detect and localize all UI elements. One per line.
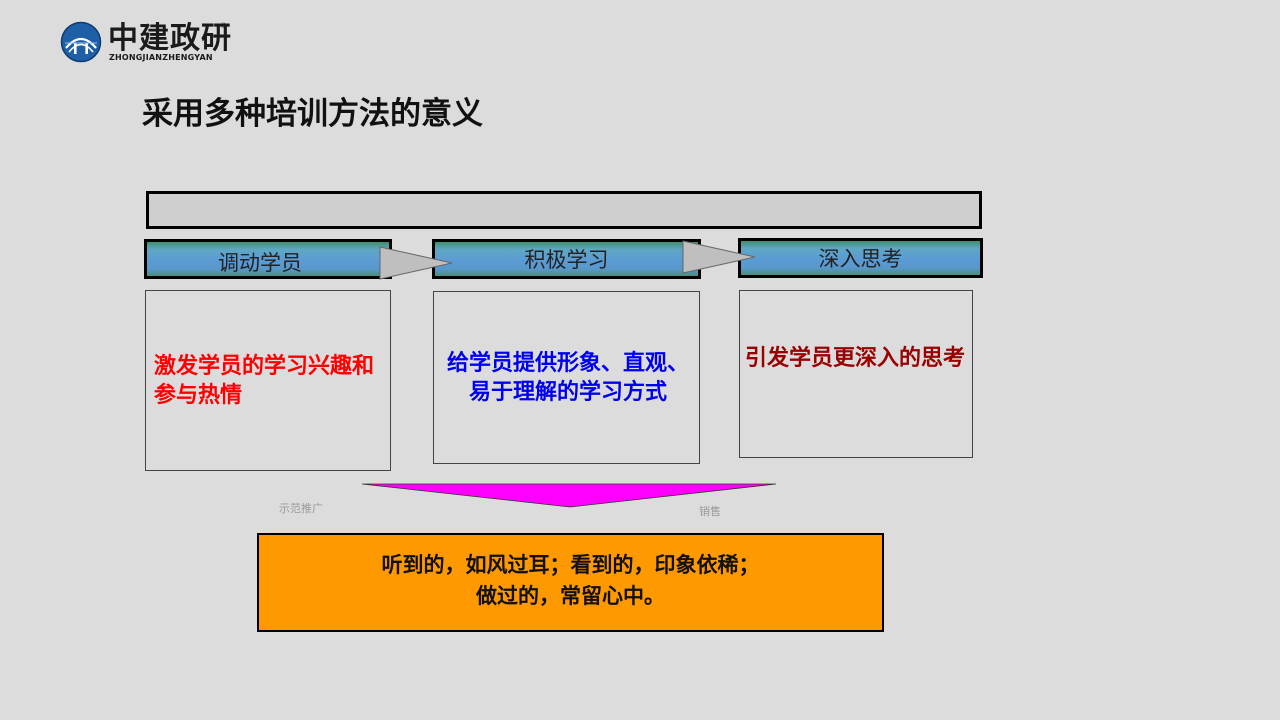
arrow-right-icon: [379, 246, 453, 280]
step-header-3: 深入思考: [738, 238, 983, 278]
step-header-1: 调动学员: [144, 239, 392, 279]
step-description-1: 激发学员的学习兴趣和参与热情: [154, 354, 375, 408]
logo-subtitle: ZHONGJIANZHENGYAN: [109, 53, 213, 62]
quote-box: 听到的，如风过耳；看到的，印象依稀； 做过的，常留心中。: [257, 533, 884, 632]
note-left: 示范推广: [279, 502, 323, 515]
funnel-arrow-shape: [361, 483, 777, 508]
top-banner-bar: [146, 191, 982, 229]
step-label-3: 深入思考: [818, 247, 903, 271]
step-description-3: 引发学员更深入的思考: [745, 346, 966, 371]
logo-registered-mark: ®: [220, 22, 227, 30]
slide-title: 采用多种培训方法的意义: [142, 96, 483, 132]
step-label-1: 调动学员: [218, 251, 302, 275]
note-right: 销售: [699, 505, 721, 518]
step-box-1: [145, 290, 391, 471]
arrow-right-icon: [682, 240, 756, 274]
step-box-2: [433, 291, 700, 464]
quote-line-2: 做过的，常留心中。: [476, 583, 665, 608]
step-label-2: 积极学习: [524, 248, 609, 272]
quote-line-1: 听到的，如风过耳；看到的，印象依稀；: [381, 552, 760, 577]
logo-name: 中建政研: [108, 21, 232, 56]
step-box-3: [739, 290, 973, 458]
logo-globe-icon: [60, 21, 102, 63]
step-description-2: 给学员提供形象、直观、易于理解的学习方式: [446, 351, 689, 405]
step-header-2: 积极学习: [432, 239, 701, 279]
